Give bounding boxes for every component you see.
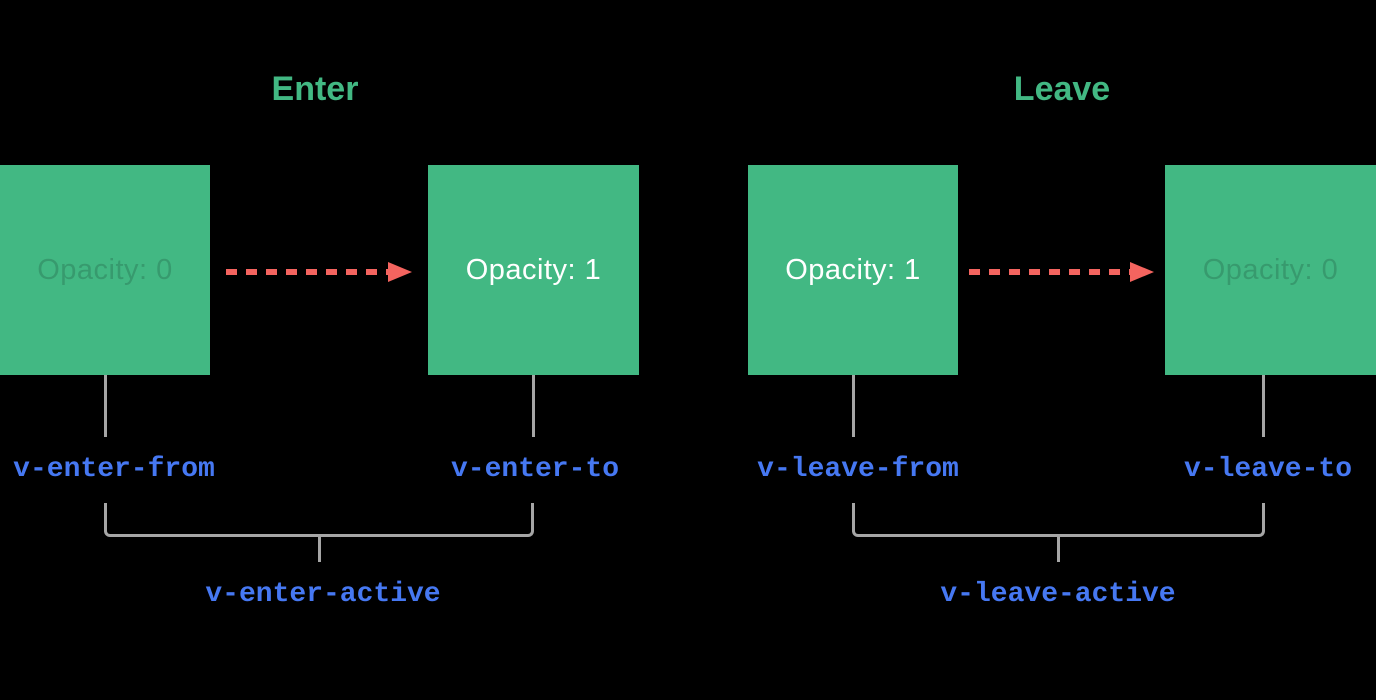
enter-start-opacity-label: Opacity: 0 (37, 253, 173, 286)
leave-start-opacity-label: Opacity: 1 (785, 253, 921, 286)
enter-section-title: Enter (271, 70, 359, 108)
enter-dashed-arrow-line (226, 269, 388, 275)
enter-from-class-label: v-enter-from (13, 454, 215, 485)
leave-to-connector-line (1262, 375, 1265, 437)
leave-end-opacity-label: Opacity: 0 (1202, 253, 1339, 286)
leave-start-box: Opacity: 1 (748, 165, 958, 375)
leave-dashed-arrow-line (969, 269, 1130, 275)
leave-arrow-head-icon (1130, 262, 1154, 282)
leave-from-class-label: v-leave-from (757, 454, 959, 485)
enter-end-opacity-label: Opacity: 1 (465, 253, 602, 286)
enter-to-connector-line (532, 375, 535, 437)
leave-active-class-label: v-leave-active (940, 579, 1176, 610)
leave-to-class-label: v-leave-to (1183, 454, 1353, 485)
leave-section-title: Leave (1013, 70, 1111, 108)
enter-end-box: Opacity: 1 (428, 165, 639, 375)
leave-active-bracket (852, 503, 1265, 537)
leave-end-box: Opacity: 0 (1165, 165, 1376, 375)
enter-start-box: Opacity: 0 (0, 165, 210, 375)
enter-active-class-label: v-enter-active (205, 579, 441, 610)
enter-from-connector-line (104, 375, 107, 437)
enter-active-bracket (104, 503, 534, 537)
leave-active-connector-line (1057, 537, 1060, 562)
enter-active-connector-line (318, 537, 321, 562)
enter-arrow-head-icon (388, 262, 412, 282)
enter-to-class-label: v-enter-to (450, 454, 620, 485)
leave-from-connector-line (852, 375, 855, 437)
